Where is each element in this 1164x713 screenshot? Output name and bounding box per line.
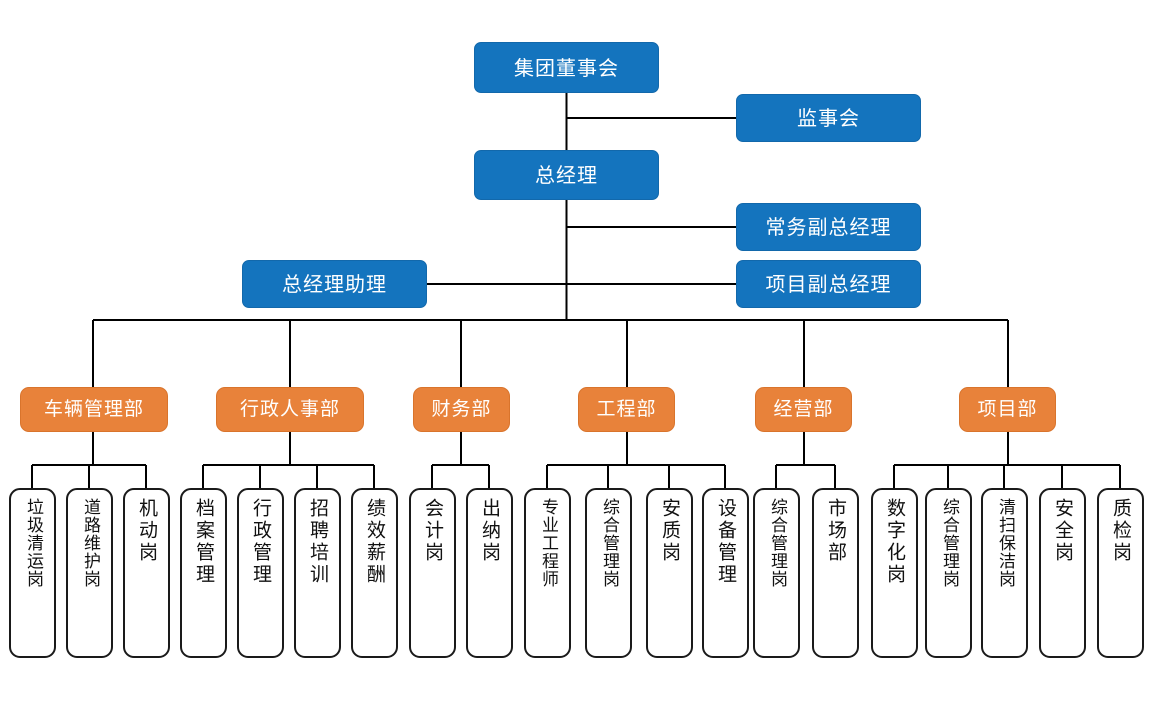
node-executive-vice-president[interactable]: 常务副总经理 [736, 203, 921, 251]
node-label: 监事会 [797, 107, 860, 129]
node-board[interactable]: 集团董事会 [474, 42, 659, 93]
node-position-p08[interactable]: 会计岗 [409, 488, 456, 658]
node-position-p05[interactable]: 行政管理 [237, 488, 284, 658]
node-label: 绩效薪酬 [365, 498, 384, 586]
node-label: 专业工程师 [539, 498, 556, 588]
node-position-p06[interactable]: 招聘培训 [294, 488, 341, 658]
node-label: 质检岗 [1111, 498, 1130, 564]
node-label: 项目副总经理 [766, 273, 892, 295]
node-position-p01[interactable]: 垃圾清运岗 [9, 488, 56, 658]
node-label: 项目部 [977, 399, 1037, 420]
node-label: 工程部 [596, 399, 656, 420]
node-label: 清扫保洁岗 [996, 498, 1013, 588]
node-position-p19[interactable]: 安全岗 [1039, 488, 1086, 658]
node-department-finance[interactable]: 财务部 [413, 387, 510, 432]
node-position-p18[interactable]: 清扫保洁岗 [981, 488, 1028, 658]
node-label: 总经理 [535, 164, 598, 186]
node-department-project[interactable]: 项目部 [959, 387, 1056, 432]
node-label: 数字化岗 [885, 498, 904, 586]
node-label: 安质岗 [660, 498, 679, 564]
node-department-operation[interactable]: 经营部 [755, 387, 852, 432]
node-label: 综合管理岗 [768, 498, 785, 588]
node-label: 行政人事部 [240, 399, 340, 420]
node-general-manager[interactable]: 总经理 [474, 150, 659, 200]
node-label: 机动岗 [137, 498, 156, 564]
node-position-p10[interactable]: 专业工程师 [524, 488, 571, 658]
node-label: 招聘培训 [308, 498, 327, 586]
node-position-p20[interactable]: 质检岗 [1097, 488, 1144, 658]
node-label: 设备管理 [716, 498, 735, 586]
node-position-p07[interactable]: 绩效薪酬 [351, 488, 398, 658]
node-supervisory-board[interactable]: 监事会 [736, 94, 921, 142]
node-department-vehicle[interactable]: 车辆管理部 [20, 387, 168, 432]
node-label: 总经理助理 [282, 273, 387, 295]
node-label: 综合管理岗 [600, 498, 617, 588]
node-department-admin-hr[interactable]: 行政人事部 [216, 387, 364, 432]
node-position-p14[interactable]: 综合管理岗 [753, 488, 800, 658]
node-label: 道路维护岗 [81, 498, 98, 588]
node-position-p11[interactable]: 综合管理岗 [585, 488, 632, 658]
node-position-p12[interactable]: 安质岗 [646, 488, 693, 658]
node-label: 市场部 [826, 498, 845, 564]
node-position-p17[interactable]: 综合管理岗 [925, 488, 972, 658]
node-position-p04[interactable]: 档案管理 [180, 488, 227, 658]
node-position-p03[interactable]: 机动岗 [123, 488, 170, 658]
node-project-vice-president[interactable]: 项目副总经理 [736, 260, 921, 308]
node-label: 出纳岗 [480, 498, 499, 564]
node-label: 行政管理 [251, 498, 270, 586]
node-label: 档案管理 [194, 498, 213, 586]
node-label: 垃圾清运岗 [24, 498, 41, 588]
node-general-manager-assistant[interactable]: 总经理助理 [242, 260, 427, 308]
node-label: 安全岗 [1053, 498, 1072, 564]
node-label: 集团董事会 [514, 57, 619, 79]
node-label: 会计岗 [423, 498, 442, 564]
node-position-p02[interactable]: 道路维护岗 [66, 488, 113, 658]
node-label: 车辆管理部 [44, 399, 144, 420]
node-position-p16[interactable]: 数字化岗 [871, 488, 918, 658]
node-label: 综合管理岗 [940, 498, 957, 588]
node-position-p13[interactable]: 设备管理 [702, 488, 749, 658]
node-position-p09[interactable]: 出纳岗 [466, 488, 513, 658]
node-label: 常务副总经理 [766, 216, 892, 238]
node-position-p15[interactable]: 市场部 [812, 488, 859, 658]
node-label: 经营部 [773, 399, 833, 420]
node-label: 财务部 [431, 399, 491, 420]
node-department-engineer[interactable]: 工程部 [578, 387, 675, 432]
